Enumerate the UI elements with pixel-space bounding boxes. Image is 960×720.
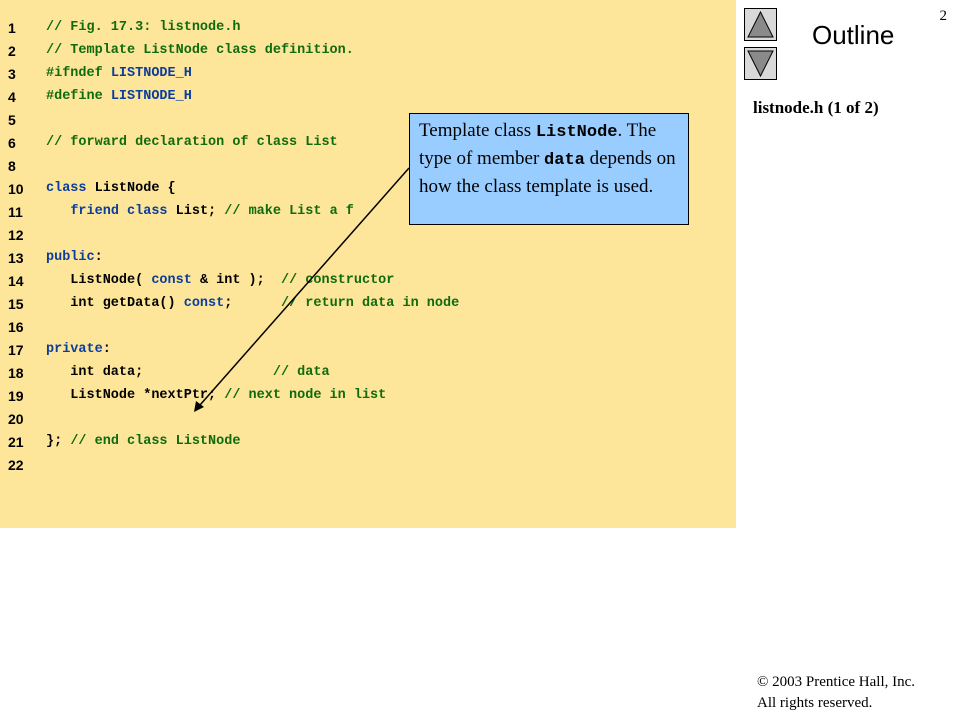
code-token: // Fig. 17.3: listnode.h (46, 20, 241, 35)
callout-text-1: Template class (419, 120, 536, 141)
code-text: ListNode( const & int ); // constructor (46, 273, 394, 288)
line-number: 4 (8, 89, 16, 105)
triangle-down-icon (747, 50, 774, 78)
line-number: 15 (8, 296, 24, 312)
code-token: const (151, 273, 192, 288)
code-text: ListNode *nextPtr; // next node in list (46, 388, 386, 403)
code-token: // return data in node (280, 296, 460, 311)
code-text: // Template ListNode class definition. (46, 43, 354, 58)
previous-slide-button[interactable] (744, 8, 777, 41)
next-slide-button[interactable] (744, 47, 777, 80)
code-token: int data; (46, 365, 273, 380)
line-number: 20 (8, 411, 24, 427)
code-text: // Fig. 17.3: listnode.h (46, 20, 240, 35)
code-text: class ListNode { (46, 181, 176, 196)
code-token: & int ); (191, 273, 281, 288)
code-token: LISTNODE_H (102, 89, 192, 104)
slide-number: 2 (939, 8, 948, 24)
line-number: 5 (8, 112, 16, 128)
code-text: // forward declaration of class List (46, 135, 338, 150)
line-number: 2 (8, 43, 16, 59)
code-token: // make List a f (224, 204, 354, 219)
code-token: public (46, 250, 95, 265)
code-token: #ifndef (46, 66, 103, 81)
copyright-notice: © 2003 Prentice Hall, Inc. All rights re… (757, 672, 915, 714)
line-number: 10 (8, 181, 24, 197)
code-token: class (46, 181, 87, 196)
code-token: // end class ListNode (70, 434, 241, 449)
line-number: 3 (8, 66, 16, 82)
line-number: 16 (8, 319, 24, 335)
line-number: 12 (8, 227, 24, 243)
code-text: #define LISTNODE_H (46, 89, 192, 104)
triangle-up-icon (747, 10, 774, 38)
code-token: // data (272, 365, 330, 380)
code-text: int data; // data (46, 365, 330, 380)
code-token: friend (70, 204, 119, 219)
code-token: List; (167, 204, 225, 219)
code-token: private (46, 342, 103, 357)
code-token: ; (224, 296, 281, 311)
outline-title[interactable]: Outline (812, 20, 895, 50)
line-number: 6 (8, 135, 16, 151)
line-number: 18 (8, 365, 24, 381)
code-token: // forward declaration of class List (46, 135, 338, 150)
code-token: ListNode( (46, 273, 152, 288)
code-text: friend class List; // make List a f (46, 204, 354, 219)
code-text: }; // end class ListNode (46, 434, 240, 449)
code-token: : (102, 342, 111, 357)
code-panel: 1 // Fig. 17.3: listnode.h 2 // Template Li… (0, 0, 736, 528)
line-number: 14 (8, 273, 24, 289)
callout-text-2: . The type of member (419, 120, 657, 169)
code-token (46, 204, 70, 219)
code-token (119, 204, 127, 219)
callout-text-3: depends on how the class template is use… (419, 148, 676, 197)
callout-code-data: data (544, 151, 585, 170)
code-token: class (127, 204, 168, 219)
code-token: ListNode *nextPtr; (46, 388, 225, 403)
code-token: ListNode { (86, 181, 176, 196)
code-token: // next node in list (224, 388, 387, 403)
code-token: #define (46, 89, 103, 104)
code-token: }; (46, 434, 71, 449)
file-label: listnode.h (1 of 2) (753, 98, 879, 117)
copyright-line-1: © 2003 Prentice Hall, Inc. (757, 674, 916, 690)
code-token: int getData() (46, 296, 184, 311)
line-number: 1 (8, 20, 16, 36)
callout-code-listnode: ListNode (535, 123, 618, 142)
code-token: LISTNODE_H (102, 66, 192, 81)
line-number: 17 (8, 342, 24, 358)
line-number: 19 (8, 388, 24, 404)
line-number: 8 (8, 158, 16, 174)
code-text: private: (46, 342, 111, 357)
code-token: // Template ListNode class definition. (46, 43, 354, 58)
code-token: const (183, 296, 225, 311)
code-text: int getData() const; // return data in n… (46, 296, 459, 311)
code-text: public: (46, 250, 103, 265)
copyright-line-2: All rights reserved. (757, 695, 873, 711)
code-text: #ifndef LISTNODE_H (46, 66, 192, 81)
line-number: 22 (8, 457, 24, 473)
line-number: 11 (8, 204, 23, 220)
code-token: // constructor (280, 273, 395, 288)
code-token: : (94, 250, 103, 265)
line-number: 13 (8, 250, 24, 266)
callout-box: Template class ListNode. The type of mem… (409, 113, 689, 225)
line-number: 21 (8, 434, 24, 450)
